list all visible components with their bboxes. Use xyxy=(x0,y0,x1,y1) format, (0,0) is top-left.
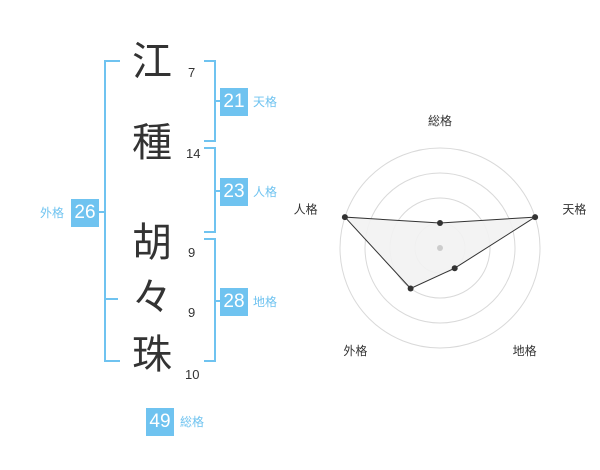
radar-point-0 xyxy=(437,220,443,226)
name-char-2: 種 xyxy=(132,120,172,166)
jinkaku-connector xyxy=(214,190,220,192)
chikaku-value: 28 xyxy=(220,288,248,316)
stroke-count-2: 14 xyxy=(186,146,201,161)
stroke-count-1: 7 xyxy=(188,65,196,80)
name-char-4: 々 xyxy=(132,275,172,321)
jinkaku-label: 人格 xyxy=(253,185,278,199)
stroke-count-4: 9 xyxy=(188,305,196,320)
soukaku-label: 総格 xyxy=(180,415,205,429)
gaikaku-mid-tick xyxy=(104,298,118,300)
radar-ring-4 xyxy=(339,147,541,349)
stroke-count-5: 10 xyxy=(185,367,200,382)
radar-points xyxy=(341,214,539,292)
radar-axis-label-3: 外格 xyxy=(343,343,367,358)
name-char-5: 珠 xyxy=(132,332,172,378)
tenkaku-connector xyxy=(214,100,220,102)
gaikaku-connector xyxy=(98,211,106,213)
radar-ring-3 xyxy=(364,172,516,324)
gaikaku-label: 外格 xyxy=(40,206,65,220)
chikaku-connector xyxy=(214,300,220,302)
jinkaku-value: 23 xyxy=(220,178,248,206)
name-char-1: 江 xyxy=(132,39,172,85)
radar-point-2 xyxy=(451,265,458,272)
soukaku-value: 49 xyxy=(146,408,174,436)
tenkaku-label: 天格 xyxy=(253,95,278,109)
chikaku-label: 地格 xyxy=(253,295,278,309)
radar-center-dot xyxy=(437,245,443,251)
radar-axis-label-4: 人格 xyxy=(294,201,318,216)
radar-point-4 xyxy=(341,214,348,221)
stroke-count-3: 9 xyxy=(188,245,196,260)
radar-area xyxy=(343,216,536,290)
tenkaku-value: 21 xyxy=(220,88,248,116)
radar-point-1 xyxy=(532,214,539,221)
radar-axis-label-2: 地格 xyxy=(513,343,537,358)
name-char-3: 胡 xyxy=(132,220,172,266)
gaikaku-value: 26 xyxy=(71,199,99,227)
radar-axis-label-0: 総格 xyxy=(428,113,452,128)
radar-point-3 xyxy=(407,285,414,292)
radar-axis-label-1: 天格 xyxy=(562,201,586,216)
